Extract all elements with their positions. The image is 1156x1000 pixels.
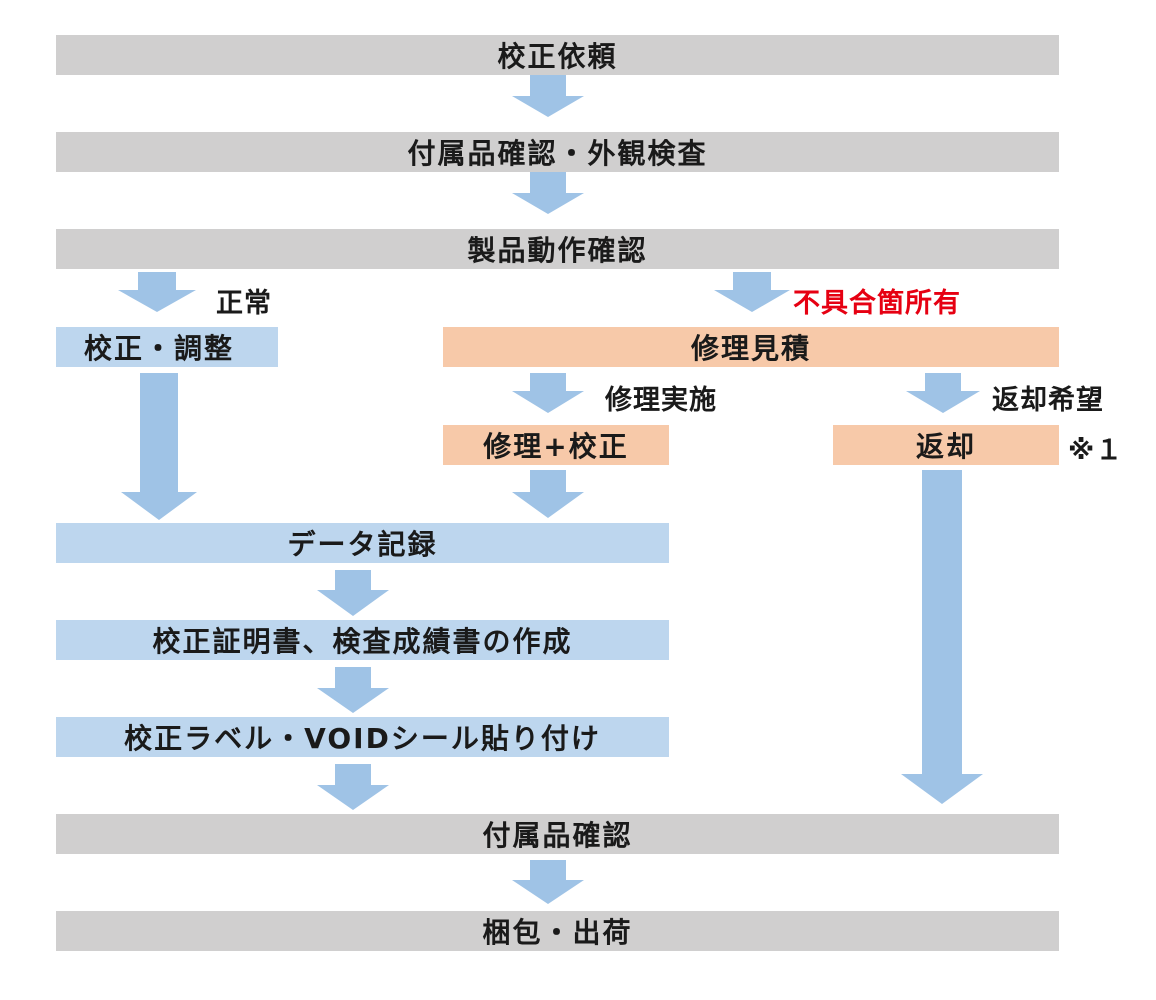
step-data-record: データ記録 (56, 523, 669, 563)
step-calibrate-adjust: 校正・調整 (56, 327, 278, 367)
step-repair-estimate: 修理見積 (443, 327, 1059, 367)
branch-label-normal: 正常 (216, 288, 272, 319)
step-accessory-visual-inspection: 付属品確認・外観検査 (56, 132, 1059, 172)
arrow-check-to-operation (512, 172, 584, 214)
arrow-cert-to-label (317, 667, 389, 713)
arrow-defect (714, 272, 790, 312)
step-accessory-check: 付属品確認 (56, 814, 1059, 854)
arrow-data-to-cert (317, 570, 389, 616)
arrow-do-repair (512, 373, 584, 413)
arrow-return-to-accessory (901, 470, 983, 804)
step-pack-ship: 梱包・出荷 (56, 911, 1059, 951)
step-create-certificates: 校正証明書、検査成績書の作成 (56, 620, 669, 660)
step-repair-calibrate: 修理+校正 (443, 425, 669, 465)
arrow-normal (118, 272, 196, 312)
arrow-want-return (906, 373, 980, 413)
arrow-label-to-accessory (317, 764, 389, 810)
step-operation-check: 製品動作確認 (56, 229, 1059, 269)
note-marker: ※１ (1068, 435, 1124, 466)
step-return: 返却 (833, 425, 1059, 465)
arrow-calibrate-to-data (121, 373, 197, 520)
branch-label-defect: 不具合箇所有 (793, 288, 961, 319)
step-label-seal: 校正ラベル・VOIDシール貼り付け (56, 717, 669, 757)
arrow-repair-to-data (512, 470, 584, 518)
branch-label-want-return: 返却希望 (992, 385, 1104, 416)
branch-label-do-repair: 修理実施 (605, 385, 717, 416)
arrow-accessory-to-ship (512, 860, 584, 904)
step-calibration-request: 校正依頼 (56, 35, 1059, 75)
arrow-request-to-check (512, 75, 584, 117)
